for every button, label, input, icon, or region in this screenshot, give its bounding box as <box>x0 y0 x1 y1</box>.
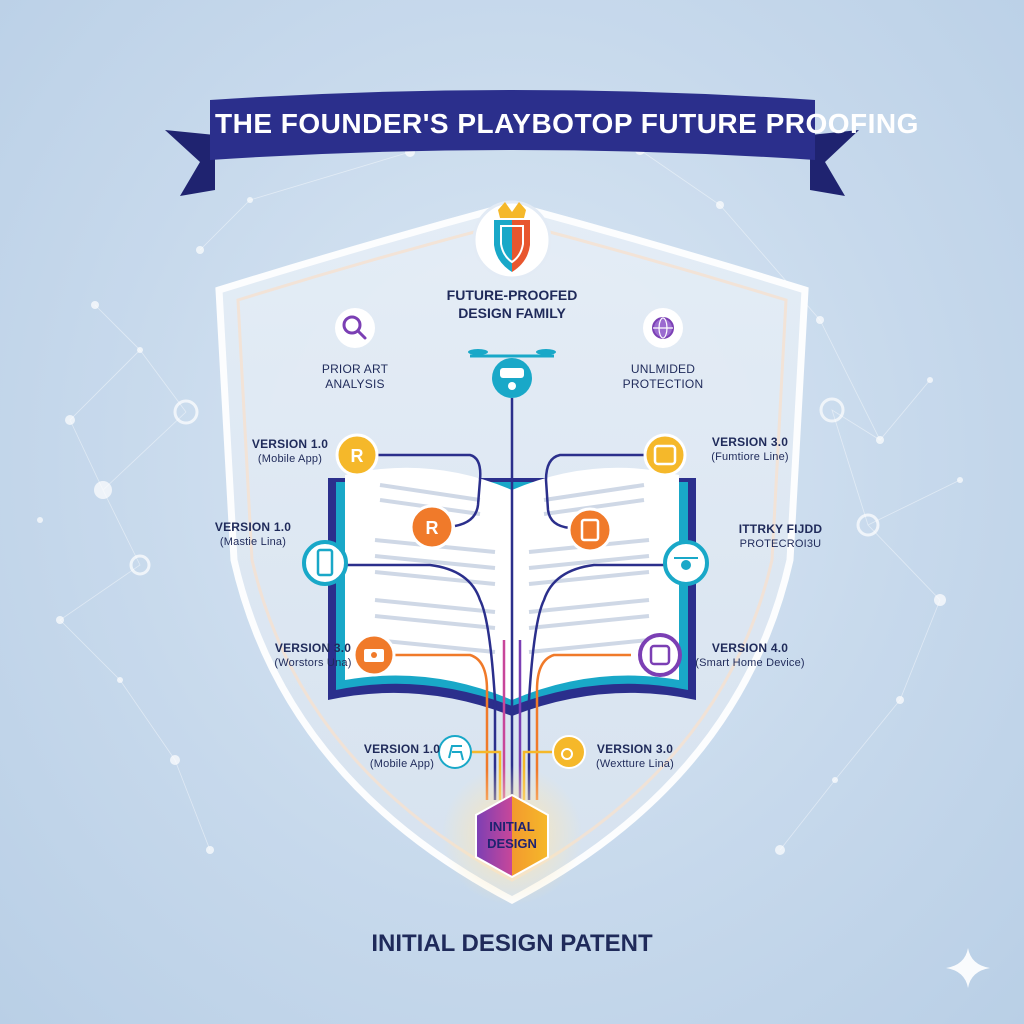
label-right3: VERSION 4.0 (Smart Home Device) <box>690 641 810 671</box>
feature-prior-art-line2: ANALYSIS <box>305 377 405 392</box>
version-node-right3 <box>640 635 680 675</box>
search-icon <box>335 308 375 348</box>
emblem-shield-icon <box>474 202 550 278</box>
label-right1: VERSION 3.0 (Fumtiore Line) <box>690 435 810 465</box>
version-node-right1 <box>645 435 685 475</box>
core-label: INITIAL DESIGN <box>472 818 552 852</box>
label-left2-title: VERSION 1.0 <box>203 520 303 535</box>
label-bottom-right: VERSION 3.0 (Wextture Lina) <box>590 742 680 772</box>
feature-unlimited-line1: UNLMIDED <box>608 362 718 377</box>
label-bottom-left-title: VERSION 1.0 <box>362 742 442 757</box>
top-label: FUTURE-PROOFED DESIGN FAMILY <box>412 286 612 322</box>
feature-prior-art-line1: PRIOR ART <box>305 362 405 377</box>
label-right2-title: ITTRKY FIJDD <box>728 522 833 537</box>
banner-ribbon <box>165 90 859 196</box>
label-right2-sub: PROTECROI3U <box>728 537 833 552</box>
top-label-line1: FUTURE-PROOFED <box>412 286 612 304</box>
top-label-line2: DESIGN FAMILY <box>412 304 612 322</box>
label-bottom-right-title: VERSION 3.0 <box>590 742 680 757</box>
feature-unlimited-line2: PROTECTION <box>608 377 718 392</box>
label-left1: VERSION 1.0 (Mobile App) <box>240 437 340 467</box>
label-right1-sub: (Fumtiore Line) <box>690 450 810 465</box>
label-bottom-left: VERSION 1.0 (Mobile App) <box>362 742 442 772</box>
label-bottom-left-sub: (Mobile App) <box>362 757 442 772</box>
label-left3: VERSION 3.0 (Worstors Una) <box>268 641 358 671</box>
label-left2-sub: (Mastie Lina) <box>203 535 303 550</box>
core-label-line1: INITIAL <box>472 818 552 835</box>
label-left2: VERSION 1.0 (Mastie Lina) <box>203 520 303 550</box>
version-node-right2 <box>665 542 707 584</box>
label-right1-title: VERSION 3.0 <box>690 435 810 450</box>
version-node-bottom-right <box>553 736 585 768</box>
svg-text:R: R <box>426 518 439 538</box>
feature-prior-art: PRIOR ART ANALYSIS <box>305 362 405 392</box>
version-node-left2 <box>304 542 346 584</box>
label-left1-title: VERSION 1.0 <box>240 437 340 452</box>
sparkle-icon <box>946 948 990 988</box>
version-node-book-left: R <box>411 506 453 548</box>
footer-caption: INITIAL DESIGN PATENT <box>312 930 712 958</box>
version-node-left1: R <box>337 435 377 475</box>
version-node-book-right <box>569 509 611 551</box>
label-left3-sub: (Worstors Una) <box>268 656 358 671</box>
label-right2: ITTRKY FIJDD PROTECROI3U <box>728 522 833 552</box>
label-left1-sub: (Mobile App) <box>240 452 340 467</box>
svg-text:R: R <box>351 446 364 466</box>
version-node-bottom-left <box>439 736 471 768</box>
label-bottom-right-sub: (Wextture Lina) <box>590 757 680 772</box>
core-label-line2: DESIGN <box>472 835 552 852</box>
globe-icon <box>643 308 683 348</box>
label-right3-title: VERSION 4.0 <box>690 641 810 656</box>
feature-unlimited: UNLMIDED PROTECTION <box>608 362 718 392</box>
label-left3-title: VERSION 3.0 <box>268 641 358 656</box>
label-right3-sub: (Smart Home Device) <box>690 656 810 671</box>
version-node-left3 <box>354 635 394 675</box>
banner-title: THE FOUNDER'S PLAYBOTOP FUTURE PROOFING <box>215 108 810 140</box>
